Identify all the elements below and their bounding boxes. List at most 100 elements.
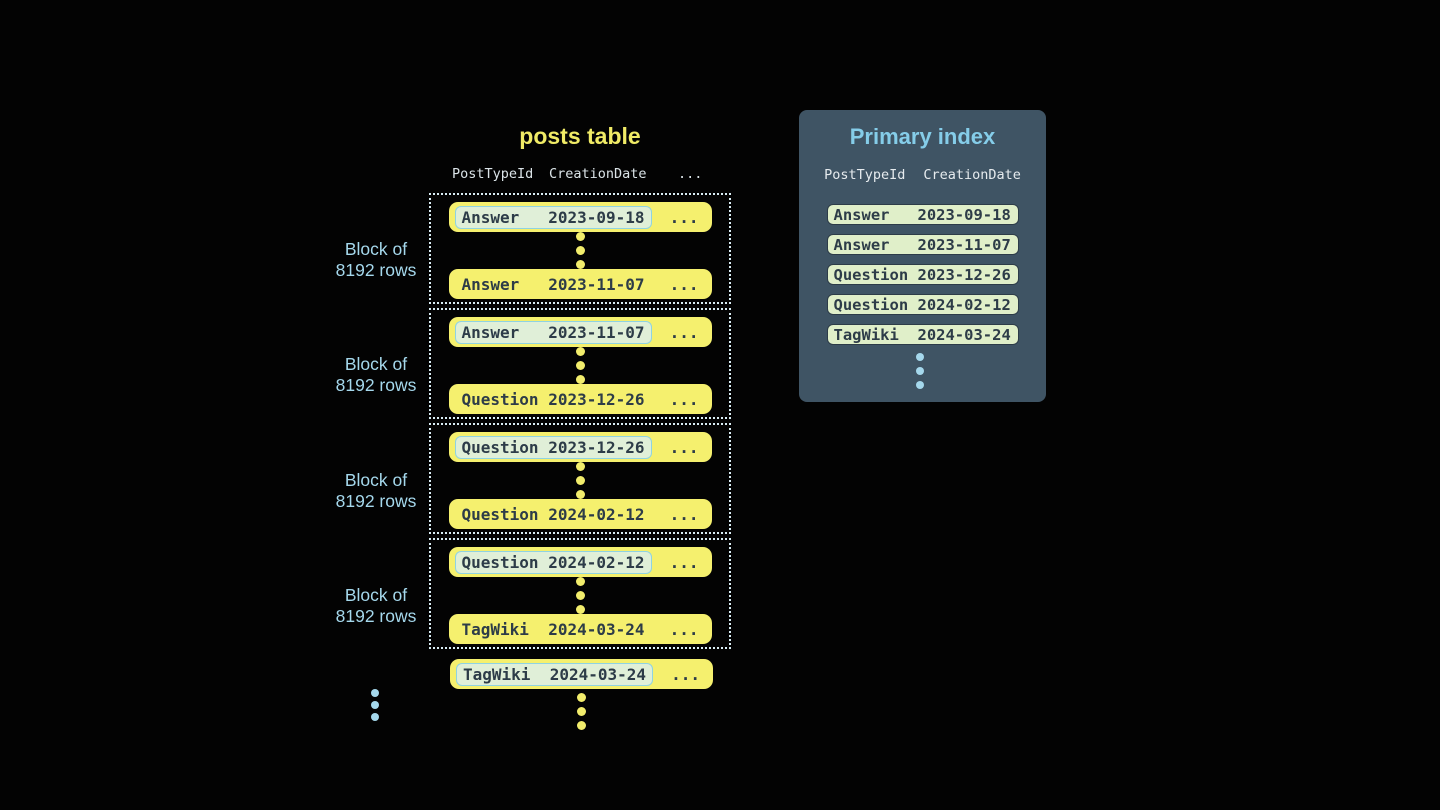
table-row-last: Answer 2023-11-07 ... [448,269,712,299]
dot [575,232,585,241]
row-posttype: Question [461,389,539,409]
block-label-line1: Block of [344,354,408,374]
dot [575,347,585,356]
entry-posttype: Question [833,295,909,314]
dot [575,260,585,269]
row-ellipsis: ... [669,274,699,294]
dot [575,476,585,485]
index-entry: Question 2023-12-26 [826,264,1019,285]
row-ellipsis: ... [671,664,700,684]
entry-date: 2023-12-26 [917,265,1011,284]
row-ellipsis: ... [669,504,699,524]
row-ellipsis: ... [669,619,699,639]
index-key-highlight: Answer 2023-11-07 [454,320,652,344]
row-posttype: TagWiki [461,619,529,639]
column-header-creationdate: CreationDate [549,166,647,182]
column-header-posttypeid: PostTypeId [452,166,534,182]
dot [916,367,924,375]
index-key-highlight: Question 2024-02-12 [454,550,652,574]
block-label-line1: Block of [344,470,408,490]
rows-omitted-dots [431,347,729,384]
row-ellipsis: ... [669,437,699,457]
index-entry: Question 2024-02-12 [826,294,1019,315]
dot [371,689,379,697]
dot [575,375,585,384]
dot [575,246,585,255]
block-2: Answer 2023-11-07 ... Question 2023-12-2… [429,308,731,419]
row-posttype: Answer [461,274,520,294]
table-row-last: Question 2024-02-12 ... [448,499,712,529]
entry-date: 2024-02-12 [917,295,1011,314]
index-key-highlight: TagWiki 2024-03-24 [456,662,654,686]
table-row-first: Question 2024-02-12 ... [448,547,712,577]
dot [575,462,585,471]
row-date: 2023-12-26 [548,437,645,457]
block-label-line2: 8192 rows [335,491,417,511]
dot [371,701,379,709]
primary-index-column-headers: PostTypeId CreationDate [799,167,1046,183]
dot [371,713,379,721]
block-label-line2: 8192 rows [335,375,417,395]
block-1: Answer 2023-09-18 ... Answer 2023-11-07 … [429,193,731,304]
table-row-last: TagWiki 2024-03-24 ... [448,614,712,644]
table-row-first: Answer 2023-11-07 ... [448,317,712,347]
index-key-highlight: Question 2023-12-26 [454,435,652,459]
block-3: Question 2023-12-26 ... Question 2024-02… [429,423,731,534]
dot [575,591,585,600]
table-row-first: Answer 2023-09-18 ... [448,202,712,232]
index-continues-dots [916,353,924,389]
entry-posttype: Answer [833,205,890,224]
row-date: 2024-03-24 [549,664,647,684]
row-date: 2024-03-24 [548,619,645,639]
row-date: 2023-11-07 [548,274,645,294]
row-posttype: TagWiki [463,664,531,684]
primary-index-panel: Primary index PostTypeId CreationDate An… [799,110,1046,402]
row-posttype: Answer [461,322,520,342]
block-3-label: Block of 8192 rows [291,470,461,512]
rows-omitted-dots [431,577,729,614]
row-ellipsis: ... [669,207,699,227]
entry-date: 2023-09-18 [917,205,1011,224]
posts-table-column-headers: PostTypeId CreationDate ... [429,166,731,184]
dot [575,605,585,614]
dot [575,577,585,586]
row-posttype: Question [461,437,539,457]
posts-table-blocks: Answer 2023-09-18 ... Answer 2023-11-07 … [429,193,731,653]
table-continues-dots [577,693,586,730]
dot [577,707,586,716]
table-row-overflow: TagWiki 2024-03-24 ... [450,659,713,689]
dot [577,693,586,702]
primary-index-title: Primary index [849,124,996,149]
row-date: 2023-09-18 [548,207,645,227]
column-header-creationdate: CreationDate [923,167,1021,183]
column-header-more-ellipsis: ... [678,166,703,182]
index-entry: TagWiki 2024-03-24 [826,324,1019,345]
index-entry: Answer 2023-09-18 [826,204,1019,225]
row-date: 2023-12-26 [548,389,645,409]
dot [575,361,585,370]
dot [577,721,586,730]
row-ellipsis: ... [669,552,699,572]
row-ellipsis: ... [669,322,699,342]
entry-posttype: Answer [833,235,890,254]
entry-date: 2023-11-07 [917,235,1011,254]
block-2-label: Block of 8192 rows [291,354,461,396]
blocks-continue-dots [371,689,379,721]
entry-date: 2024-03-24 [917,325,1011,344]
block-4: Question 2024-02-12 ... TagWiki 2024-03-… [429,538,731,649]
rows-omitted-dots [431,232,729,269]
posts-table-title: posts table [519,123,641,149]
block-label-line2: 8192 rows [335,260,417,280]
row-date: 2024-02-12 [548,552,645,572]
dot [916,353,924,361]
row-posttype: Question [461,504,539,524]
dot [575,490,585,499]
index-entry: Answer 2023-11-07 [826,234,1019,255]
table-row-first: Question 2023-12-26 ... [448,432,712,462]
primary-index-entries: Answer 2023-09-18 Answer 2023-11-07 Ques… [799,204,1046,354]
row-date: 2024-02-12 [548,504,645,524]
dot [916,381,924,389]
index-key-highlight: Answer 2023-09-18 [454,205,652,229]
row-date: 2023-11-07 [548,322,645,342]
